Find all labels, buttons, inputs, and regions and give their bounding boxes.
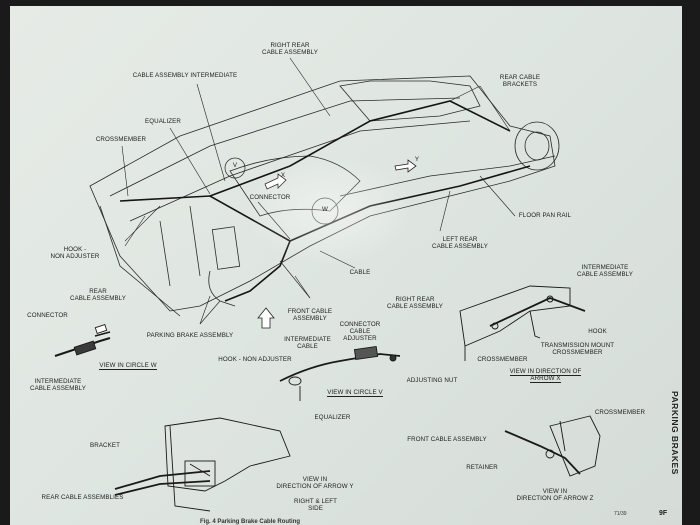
front-cable-line: [224, 240, 291, 302]
label-crossmember: CROSSMEMBER: [95, 136, 147, 143]
detail-z-front-cable: FRONT CABLE ASSEMBLY: [407, 436, 487, 443]
label-arrow-v: V: [232, 162, 238, 169]
page-number: 9F: [659, 510, 668, 517]
label-right-rear-cable: RIGHT REAR CABLE ASSEMBLY: [262, 42, 318, 57]
detail-y-bracket: BRACKET: [90, 442, 120, 449]
detail-x-view-title: VIEW IN DIRECTION OF ARROW X: [509, 368, 582, 384]
detail-z-view-title: VIEW IN DIRECTION OF ARROW Z: [516, 488, 594, 503]
arrow-x: [264, 173, 287, 190]
arrow-z-up: [257, 307, 275, 329]
floor-tunnel: [229, 155, 361, 217]
label-connector: CONNECTOR: [249, 194, 291, 201]
label-arrow-w: W: [322, 206, 328, 213]
detail-v-drawing: [279, 346, 401, 401]
floor-pan-rib-2: [129, 120, 471, 222]
label-left-rear-cable: LEFT REAR CABLE ASSEMBLY: [432, 236, 488, 251]
detail-w-intermediate-cable: INTERMEDIATE CABLE ASSEMBLY: [30, 378, 86, 393]
detail-v-view-title: VIEW IN CIRCLE V: [327, 389, 383, 397]
rear-seat-pan: [339, 80, 481, 122]
circle-w-marker: [311, 197, 339, 225]
cable-routing-illustration: [54, 57, 601, 512]
detail-w-connector: CONNECTOR: [27, 312, 68, 319]
floor-pan-rail-line: [339, 155, 556, 197]
left-rear-cable-line: [289, 165, 531, 242]
detail-y-side: RIGHT & LEFT SIDE: [293, 498, 338, 513]
label-equalizer: EQUALIZER: [145, 118, 181, 125]
intermediate-cable-line: [119, 195, 291, 242]
right-rear-cable-line: [209, 100, 511, 197]
label-parking-brake-assembly: PARKING BRAKE ASSEMBLY: [146, 332, 234, 339]
detail-x-drawing: [459, 285, 586, 361]
label-cable-intermediate: CABLE ASSEMBLY INTERMEDIATE: [132, 72, 238, 79]
figure-caption: Fig. 4 Parking Brake Cable Routing: [200, 519, 301, 525]
label-arrow-x: X: [280, 172, 286, 179]
label-hook-non-adjuster: HOOK - NON ADJUSTER: [50, 246, 100, 261]
label-rear-cable-brackets: REAR CABLE BRACKETS: [499, 74, 541, 89]
detail-y-rear-cable-assemblies: REAR CABLE ASSEMBLIES: [41, 494, 124, 501]
detail-w-rear-cable: REAR CABLE ASSEMBLY: [70, 288, 126, 303]
detail-y-drawing: [114, 417, 291, 512]
floor-pan-rib: [109, 97, 461, 197]
detail-v-equalizer: EQUALIZER: [314, 414, 351, 421]
detail-x-intermediate-cable: INTERMEDIATE CABLE ASSEMBLY: [577, 264, 633, 279]
label-floor-pan-rail: FLOOR PAN RAIL: [518, 212, 572, 219]
floor-pan-outline: [89, 75, 556, 312]
figure-code: 71/39: [614, 511, 627, 517]
detail-y-view-title: VIEW IN DIRECTION OF ARROW Y: [276, 476, 354, 491]
rear-brake-drum: [514, 121, 560, 171]
detail-w-view-title: VIEW IN CIRCLE W: [99, 362, 157, 370]
circle-v-marker: [224, 157, 246, 179]
detail-v-adjusting-nut: ADJUSTING NUT: [406, 377, 458, 384]
detail-v-connector-cable-adjuster: CONNECTOR CABLE ADJUSTER: [339, 321, 381, 343]
detail-z-retainer: RETAINER: [466, 464, 498, 471]
detail-x-transmission-mount: TRANSMISSION MOUNT CROSSMEMBER: [540, 342, 615, 357]
detail-w-drawing: [54, 324, 111, 357]
parking-brake-pedal: [211, 226, 241, 270]
detail-z-drawing: [504, 415, 601, 477]
detail-v-right-rear-cable: RIGHT REAR CABLE ASSEMBLY: [387, 296, 443, 311]
label-arrow-y: Y: [414, 156, 420, 163]
label-front-cable-assembly: FRONT CABLE ASSEMBLY: [287, 308, 333, 323]
label-cable: CABLE: [349, 269, 371, 276]
detail-z-crossmember: CROSSMEMBER: [594, 409, 646, 416]
manual-page: RIGHT REAR CABLE ASSEMBLY CABLE ASSEMBLY…: [10, 6, 682, 525]
detail-x-crossmember: CROSSMEMBER: [477, 356, 528, 363]
detail-x-hook: HOOK: [588, 328, 607, 335]
side-tab-parking-brakes: PARKING BRAKES: [670, 391, 680, 475]
arrow-y: [394, 159, 417, 173]
detail-v-intermediate-cable: INTERMEDIATE CABLE: [284, 336, 331, 351]
detail-v-hook-non-adjuster: HOOK - NON ADJUSTER: [218, 356, 292, 363]
